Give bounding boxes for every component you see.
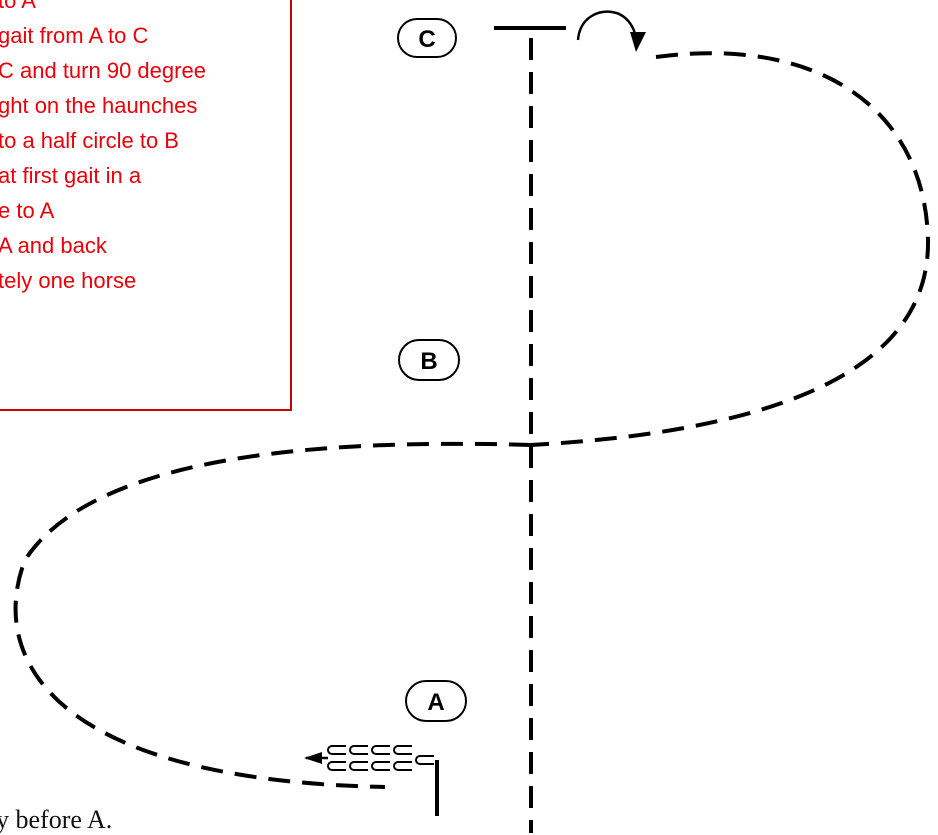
- instruction-line: to a half circle to B: [0, 128, 179, 153]
- instruction-line: at first gait in a: [0, 163, 142, 188]
- marker-b: B: [398, 339, 460, 381]
- marker-c: C: [397, 18, 457, 58]
- instruction-line: to A: [0, 0, 36, 13]
- marker-c-label: C: [418, 26, 435, 53]
- instruction-line: tely one horse: [0, 268, 137, 293]
- instruction-line: e to A: [0, 198, 55, 223]
- turn-arrow-icon: [576, 10, 646, 52]
- pattern-path-left-loop: [13, 441, 532, 789]
- instructions-box: to A gait from A to C C and turn 90 degr…: [0, 0, 292, 411]
- instruction-line: C and turn 90 degree: [0, 58, 206, 83]
- marker-b-label: B: [420, 348, 437, 375]
- footer-text: y before A.: [0, 805, 113, 834]
- pattern-path-right-loop: [530, 51, 931, 447]
- instruction-line: A and back: [0, 233, 107, 258]
- instruction-line: gait from A to C: [0, 23, 149, 48]
- instruction-line: ght on the haunches: [0, 93, 198, 118]
- marker-a: A: [405, 680, 467, 722]
- marker-a-label: A: [427, 689, 444, 716]
- hoofprints-icon: [304, 745, 434, 771]
